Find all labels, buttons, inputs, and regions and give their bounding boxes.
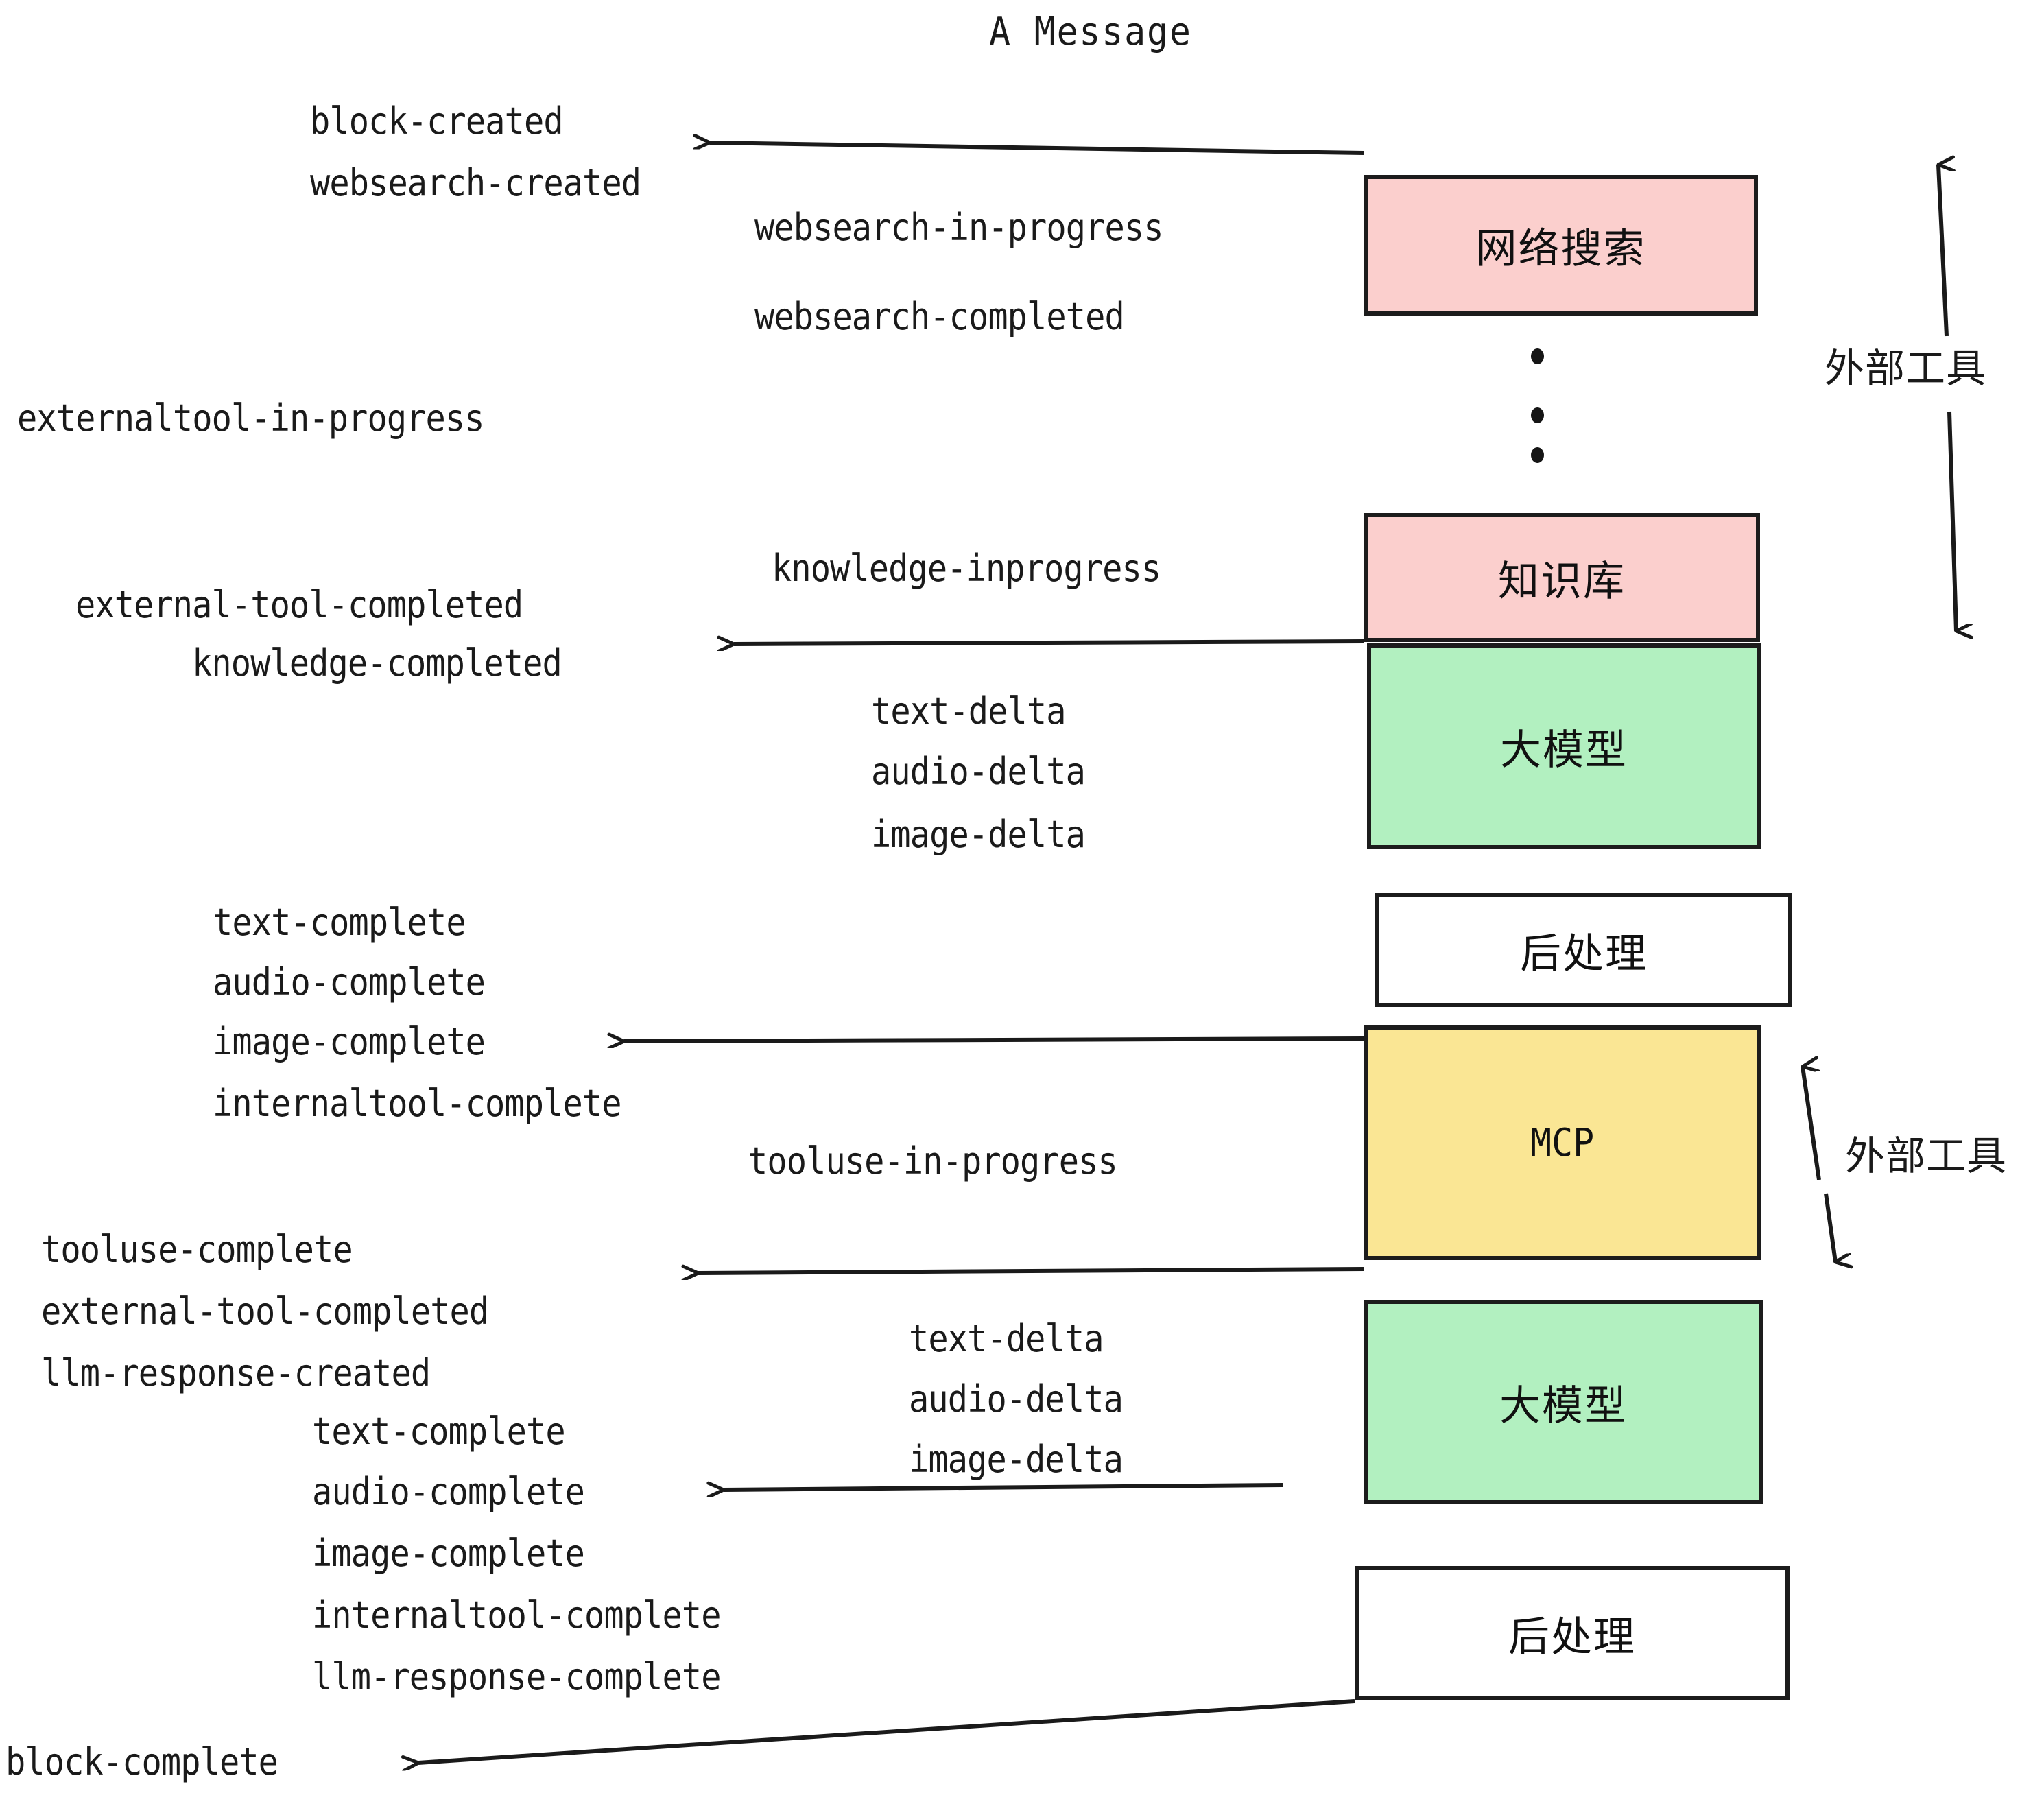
event-text-delta-1: text-delta: [871, 689, 1066, 733]
event-tooluse-complete: tooluse-complete: [41, 1228, 353, 1271]
event-audio-delta-1: audio-delta: [871, 750, 1086, 793]
node-postprocess-2-label: 后处理: [1508, 1613, 1636, 1661]
node-websearch[interactable]: 网络搜索: [1364, 175, 1758, 316]
event-audio-complete-1: audio-complete: [213, 960, 486, 1004]
event-text-complete-2: text-complete: [312, 1410, 566, 1453]
side-label-external-tool-bottom: 外部工具: [1845, 1132, 2008, 1179]
bracket-external-tool-top-up: [1936, 165, 1947, 337]
event-externaltool-in-progress: externaltool-in-progress: [17, 396, 485, 440]
ellipsis-dot-2: [1531, 407, 1544, 423]
event-external-tool-completed-1: external-tool-completed: [75, 583, 523, 626]
event-knowledge-inprogress: knowledge-inprogress: [772, 547, 1161, 590]
arrow-llm2-to-audio-complete: [724, 1485, 1283, 1490]
event-external-tool-completed-2: external-tool-completed: [41, 1290, 489, 1333]
node-llm-1-label: 大模型: [1500, 726, 1628, 774]
event-websearch-in-progress: websearch-in-progress: [754, 206, 1163, 249]
arrow-mcp-to-tooluse-complete: [698, 1269, 1364, 1273]
bracket-external-tool-top-down: [1947, 411, 1956, 631]
event-internaltool-complete-1: internaltool-complete: [213, 1082, 621, 1125]
page-title: A Message: [989, 10, 1192, 54]
side-label-external-tool-top: 外部工具: [1825, 345, 1987, 392]
event-block-created: block-created: [310, 99, 564, 143]
event-knowledge-completed: knowledge-completed: [192, 641, 562, 685]
ellipsis-dot-1: [1531, 348, 1544, 364]
event-block-complete: block-complete: [5, 1740, 278, 1783]
node-llm-2-label: 大模型: [1499, 1381, 1627, 1430]
event-websearch-completed: websearch-completed: [754, 295, 1125, 338]
arrow-postprocess2-to-block-complete: [418, 1699, 1355, 1763]
bracket-external-tool-bottom-up: [1801, 1067, 1821, 1180]
ellipsis-dot-3: [1531, 447, 1544, 463]
event-websearch-created: websearch-created: [310, 161, 641, 204]
event-llm-response-created: llm-response-created: [41, 1351, 431, 1394]
node-postprocess-2[interactable]: 后处理: [1355, 1566, 1790, 1700]
arrow-websearch-to-created: [710, 143, 1364, 155]
arrow-postprocess1-to-image-complete: [624, 1039, 1364, 1041]
node-knowledge[interactable]: 知识库: [1364, 513, 1760, 642]
bracket-external-tool-bottom-down: [1824, 1193, 1835, 1262]
node-websearch-label: 网络搜索: [1475, 225, 1646, 273]
event-tooluse-in-progress: tooluse-in-progress: [748, 1139, 1118, 1183]
event-internaltool-complete-2: internaltool-complete: [312, 1593, 721, 1637]
event-image-complete-2: image-complete: [312, 1532, 585, 1575]
event-image-delta-1: image-delta: [871, 813, 1086, 856]
event-text-delta-2: text-delta: [909, 1317, 1104, 1360]
event-image-delta-2: image-delta: [909, 1438, 1124, 1481]
event-image-complete-1: image-complete: [213, 1020, 486, 1063]
event-text-complete-1: text-complete: [213, 901, 466, 944]
node-postprocess-1[interactable]: 后处理: [1375, 893, 1792, 1007]
arrow-knowledge-to-completed: [734, 641, 1364, 644]
node-llm-1[interactable]: 大模型: [1367, 643, 1761, 849]
event-audio-delta-2: audio-delta: [909, 1377, 1124, 1421]
node-postprocess-1-label: 后处理: [1520, 929, 1648, 978]
node-knowledge-label: 知识库: [1498, 557, 1626, 606]
event-llm-response-complete: llm-response-complete: [312, 1655, 721, 1698]
node-mcp-label: MCP: [1530, 1120, 1595, 1165]
node-mcp[interactable]: MCP: [1364, 1025, 1761, 1260]
node-llm-2[interactable]: 大模型: [1364, 1300, 1763, 1504]
event-audio-complete-2: audio-complete: [312, 1470, 585, 1513]
